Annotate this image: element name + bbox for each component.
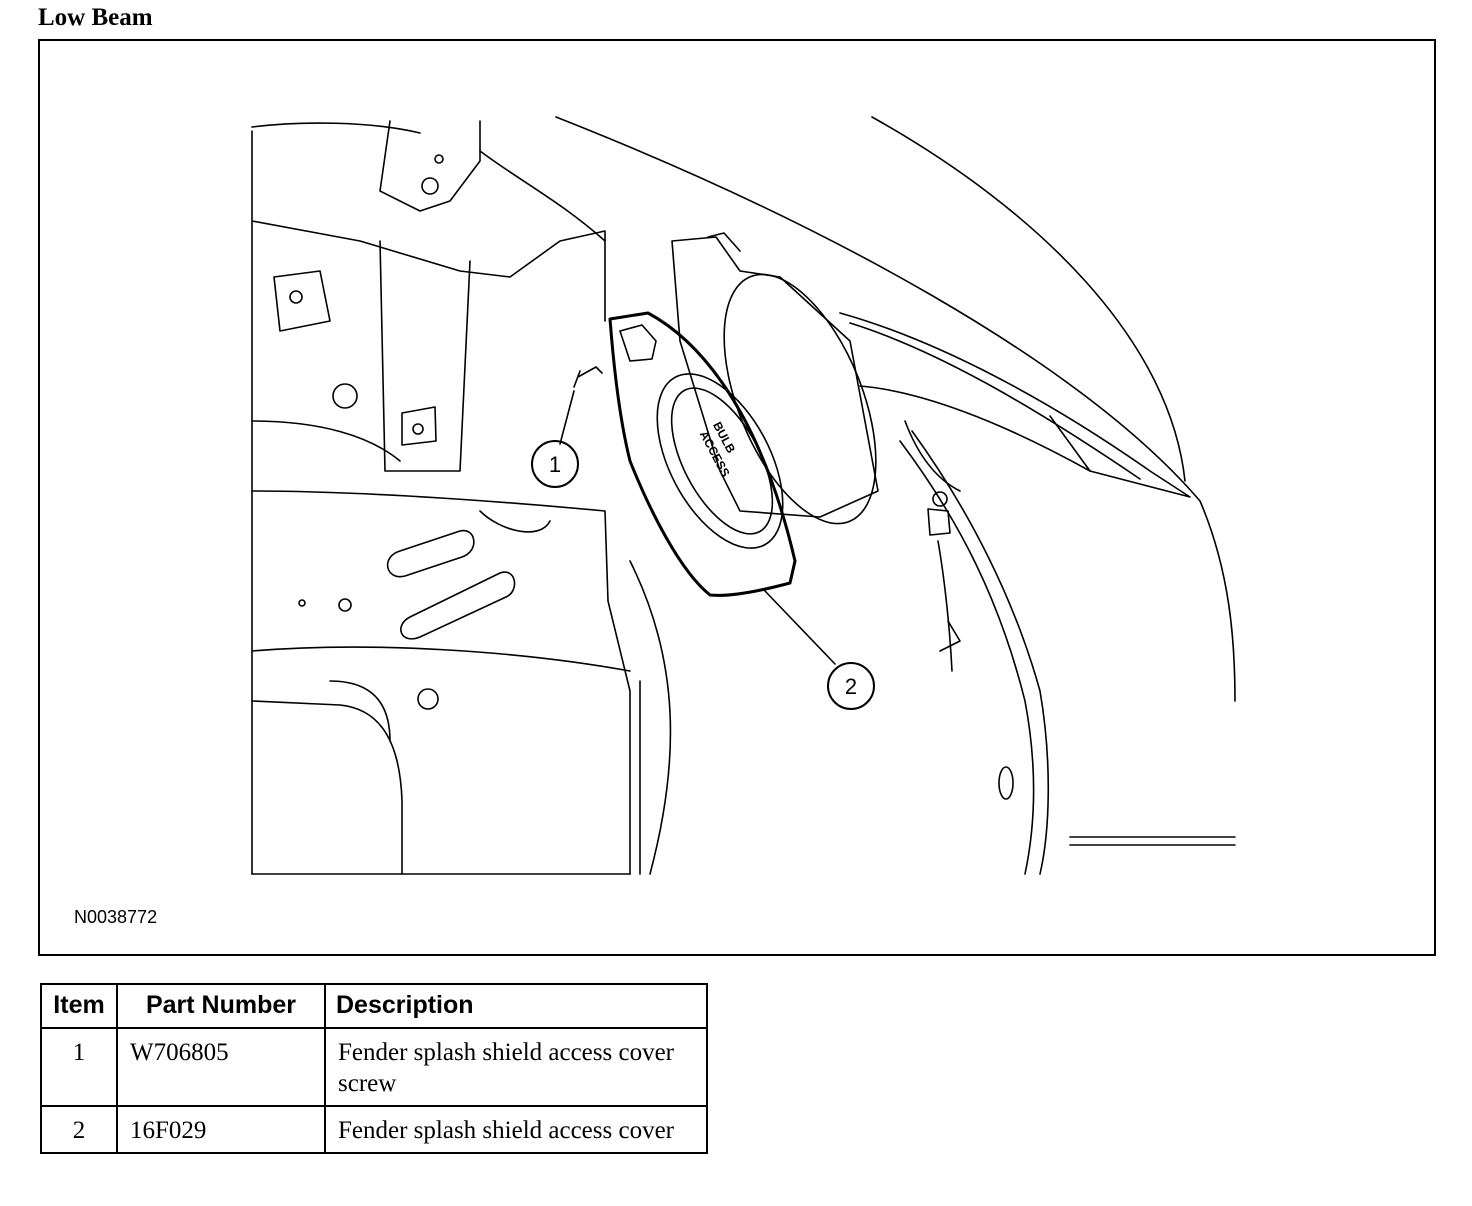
headlamp-opening bbox=[723, 273, 877, 525]
fender-outer-curve bbox=[555, 116, 1236, 702]
wheel-arch-edge bbox=[899, 440, 1035, 875]
fender-splash-shield-illustration: 1 2 BULB ACCESS bbox=[251, 116, 1236, 875]
header-part-number: Part Number bbox=[116, 983, 326, 1029]
row-part-number: 16F029 bbox=[116, 1105, 326, 1154]
row-description: Fender splash shield access cover screw bbox=[324, 1027, 708, 1107]
access-cover bbox=[608, 311, 797, 597]
header-item: Item bbox=[40, 983, 118, 1029]
callout-1-circle bbox=[531, 440, 579, 488]
page-title: Low Beam bbox=[38, 4, 153, 31]
illustration-frame: 1 2 BULB ACCESS N0038772 bbox=[38, 39, 1436, 956]
access-cover-screw bbox=[573, 366, 603, 388]
callout-2-circle bbox=[827, 662, 875, 710]
fender-inner-curve bbox=[871, 116, 1186, 482]
row-description: Fender splash shield access cover bbox=[324, 1105, 708, 1154]
header-description: Description bbox=[324, 983, 708, 1029]
callout-1-label: 1 bbox=[549, 452, 561, 477]
table-row: 2 16F029 Fender splash shield access cov… bbox=[40, 1105, 708, 1154]
callout-2-leader bbox=[764, 590, 836, 665]
table-header-row: Item Part Number Description bbox=[40, 983, 708, 1029]
figure-id: N0038772 bbox=[74, 907, 158, 927]
parts-table: Item Part Number Description 1 W706805 F… bbox=[40, 983, 708, 1154]
fender-trim bbox=[839, 312, 1191, 498]
row-item: 1 bbox=[40, 1027, 118, 1107]
row-part-number: W706805 bbox=[116, 1027, 326, 1107]
callout-2-label: 2 bbox=[845, 674, 857, 699]
row-item: 2 bbox=[40, 1105, 118, 1154]
callout-1-leader bbox=[559, 390, 575, 445]
table-row: 1 W706805 Fender splash shield access co… bbox=[40, 1027, 708, 1107]
access-cover-opening bbox=[656, 373, 784, 549]
